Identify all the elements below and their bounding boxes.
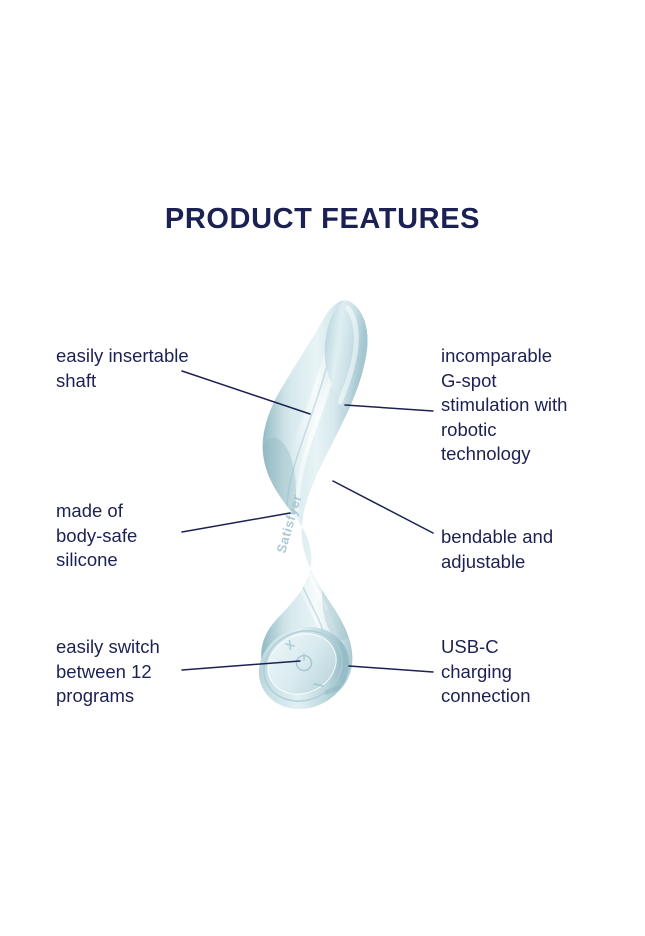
callout-usbc-charging: USB-C charging connection [441, 636, 531, 706]
callout-twelve-programs: easily switch between 12 programs [56, 636, 160, 706]
control-panel [258, 626, 350, 710]
callout-body-safe-silicone: made of body-safe silicone [56, 500, 138, 570]
page-title: PRODUCT FEATURES [164, 203, 481, 235]
callout-bendable-adjustable: bendable and adjustable [441, 526, 554, 572]
minus-icon [313, 683, 324, 687]
product-image: Satisfyer [238, 296, 404, 748]
product-tip [324, 300, 368, 414]
brand-logo: Satisfyer [273, 493, 304, 555]
usb-c-port [324, 685, 341, 695]
svg-text:Satisfyer: Satisfyer [273, 493, 304, 555]
callout-easily-insertable-shaft: easily insertable shaft [56, 345, 189, 391]
plus-icon [285, 639, 295, 651]
callout-gspot-stimulation: incomparable G-spot stimulation with rob… [441, 345, 568, 464]
